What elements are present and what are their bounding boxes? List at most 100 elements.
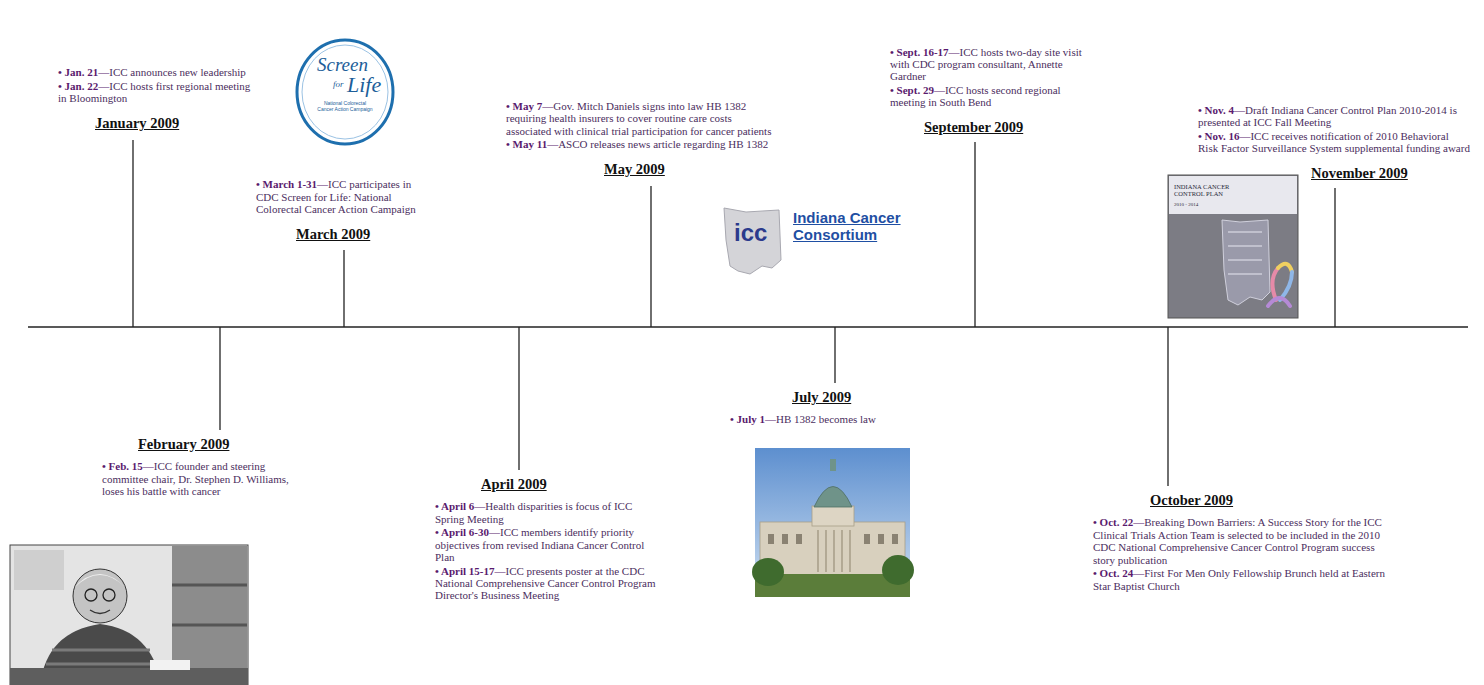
event-date: • Nov. 4— bbox=[1198, 104, 1245, 116]
stripe bbox=[52, 649, 150, 652]
event-date: • Feb. 15— bbox=[102, 460, 154, 472]
wall-frame bbox=[14, 550, 64, 590]
event-item: • Jan. 21—ICC announces new leadership bbox=[58, 66, 253, 78]
column bbox=[817, 530, 818, 572]
month-block: November 2009 • Nov. 4—Draft Indiana Canc… bbox=[1198, 104, 1470, 182]
hair bbox=[74, 574, 126, 588]
month-heading: January 2009 bbox=[95, 115, 179, 132]
cover-title: INDIANA CANCER CONTROL PLAN bbox=[1174, 183, 1256, 197]
organization-name: Indiana Cancer Consortium bbox=[793, 210, 928, 243]
logo-ring bbox=[302, 45, 388, 139]
month-heading: October 2009 bbox=[1150, 492, 1233, 509]
portrait-photo bbox=[10, 545, 248, 685]
event-item: • Feb. 15—ICC founder and steering commi… bbox=[102, 460, 302, 497]
event-date: • Sept. 29— bbox=[890, 84, 945, 96]
lantern bbox=[830, 459, 836, 471]
event-date: • May 11— bbox=[506, 138, 558, 150]
ribbon-part bbox=[1268, 298, 1290, 306]
month-tick bbox=[974, 142, 975, 327]
event-date: • Sept. 16-17— bbox=[890, 46, 960, 58]
logo-tagline: National Colorectal Cancer Action Campai… bbox=[316, 101, 374, 112]
event-date: • April 6— bbox=[435, 500, 485, 512]
cover-line bbox=[1228, 274, 1262, 275]
month-block: February 2009 • Feb. 15—ICC founder and s… bbox=[102, 436, 302, 499]
event-description: HB 1382 becomes law bbox=[776, 413, 876, 425]
window bbox=[782, 534, 788, 544]
drum bbox=[812, 506, 854, 526]
event-item: • Nov. 4—Draft Indiana Cancer Control Pl… bbox=[1198, 104, 1470, 129]
event-item: • Jan. 22—ICC hosts first regional meeti… bbox=[58, 80, 253, 105]
timeline-axis bbox=[28, 326, 1468, 328]
head bbox=[73, 569, 127, 623]
month-tick bbox=[650, 186, 651, 327]
month-heading: July 2009 bbox=[792, 389, 851, 406]
event-item: • April 6-30—ICC members identify priori… bbox=[435, 526, 657, 563]
event-item: • May 7—Gov. Mitch Daniels signs into la… bbox=[506, 100, 774, 137]
event-item: • July 1—HB 1382 becomes law bbox=[730, 413, 935, 425]
logo-text: for bbox=[333, 80, 344, 90]
month-tick bbox=[1334, 188, 1335, 327]
tree bbox=[882, 555, 914, 585]
logo-letters: icc bbox=[734, 220, 767, 246]
event-date: • July 1— bbox=[730, 413, 776, 425]
statehouse-photo bbox=[752, 448, 914, 597]
event-date: • Oct. 22— bbox=[1093, 516, 1144, 528]
event-date: • Oct. 24— bbox=[1093, 567, 1144, 579]
ribbon-part bbox=[1280, 272, 1292, 300]
awareness-ribbon bbox=[1268, 264, 1292, 306]
logo-text: Life bbox=[347, 73, 381, 97]
event-date: • May 7— bbox=[506, 100, 553, 112]
event-item: • Sept. 16-17—ICC hosts two-day site vis… bbox=[890, 46, 1085, 83]
event-item: • Nov. 16—ICC receives notification of 2… bbox=[1198, 130, 1470, 155]
window bbox=[796, 534, 802, 544]
cover-band bbox=[1169, 176, 1297, 214]
column bbox=[841, 530, 842, 572]
window bbox=[892, 534, 898, 544]
smile bbox=[90, 610, 110, 614]
cover-line bbox=[1228, 232, 1262, 233]
shelf bbox=[172, 624, 247, 627]
icc-logo bbox=[724, 208, 781, 274]
event-date: • Jan. 21— bbox=[58, 66, 109, 78]
cover-line bbox=[1228, 260, 1262, 261]
month-heading: February 2009 bbox=[138, 436, 229, 453]
event-item: • Sept. 29—ICC hosts second regional mee… bbox=[890, 84, 1085, 109]
window bbox=[768, 534, 774, 544]
event-item: • Oct. 22—Breaking Down Barriers: A Succ… bbox=[1093, 516, 1393, 566]
event-date: • Jan. 22— bbox=[58, 80, 109, 92]
month-block: April 2009• April 6—Health disparities i… bbox=[435, 476, 657, 603]
indiana-shape bbox=[724, 208, 781, 274]
cover-lines bbox=[1228, 232, 1262, 274]
month-block: September 2009 • Sept. 16-17—ICC hosts tw… bbox=[890, 46, 1085, 137]
month-tick bbox=[343, 250, 344, 327]
cover-line bbox=[1228, 246, 1262, 247]
papers bbox=[150, 660, 190, 670]
event-date: • March 1-31— bbox=[256, 178, 328, 190]
photo-frame bbox=[10, 545, 248, 685]
event-description: ASCO releases news article regarding HB … bbox=[558, 138, 768, 150]
logo-ring bbox=[297, 40, 393, 144]
columns bbox=[818, 530, 850, 572]
event-item: • Oct. 24—First For Men Only Fellowship … bbox=[1093, 567, 1393, 592]
shelf bbox=[172, 584, 247, 587]
column bbox=[825, 530, 826, 572]
event-date: • April 6-30— bbox=[435, 526, 500, 538]
window bbox=[878, 534, 884, 544]
sweater-stripes bbox=[46, 650, 156, 664]
month-block: January 2009 • Jan. 21—ICC announces new … bbox=[58, 66, 253, 132]
month-heading: September 2009 bbox=[924, 119, 1023, 136]
month-block: March 2009• March 1-31—ICC participates … bbox=[256, 178, 424, 243]
month-block: October 2009 • Oct. 22—Breaking Down Barr… bbox=[1093, 492, 1393, 593]
stripe bbox=[46, 663, 156, 666]
month-block: July 2009 • July 1—HB 1382 becomes law bbox=[730, 389, 935, 427]
month-heading: May 2009 bbox=[604, 161, 665, 178]
tree bbox=[752, 558, 784, 586]
event-date: • Nov. 16— bbox=[1198, 130, 1250, 142]
event-item: • March 1-31—ICC participates in CDC Scr… bbox=[256, 178, 424, 215]
cover-years: 2010 - 2014 bbox=[1174, 202, 1198, 208]
month-heading: November 2009 bbox=[1311, 165, 1408, 182]
plan-cover bbox=[1168, 175, 1298, 318]
event-date: • April 15-17— bbox=[435, 565, 505, 577]
month-tick bbox=[834, 327, 835, 383]
month-tick bbox=[1167, 327, 1168, 486]
